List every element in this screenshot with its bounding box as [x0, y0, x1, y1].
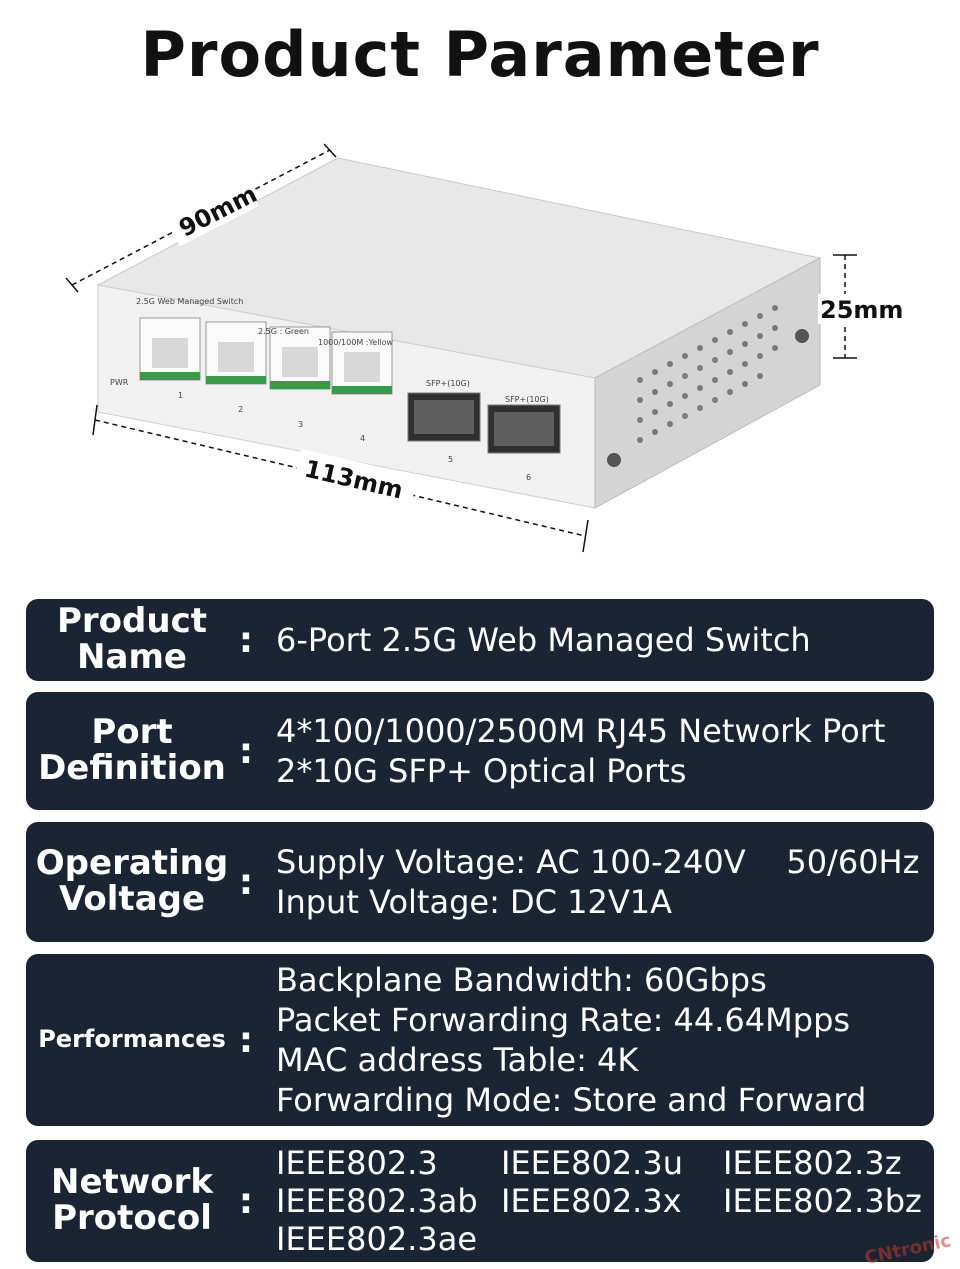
- spec-values: Supply Voltage: AC 100-240V 50/60Hz Inpu…: [276, 822, 928, 942]
- spec-label: Product Name: [57, 601, 207, 677]
- spec-row-operating-voltage: Operating Voltage : Supply Voltage: AC 1…: [26, 822, 934, 942]
- port-number: 4: [360, 434, 365, 443]
- spec-value: Supply Voltage: AC 100-240V 50/60Hz: [276, 843, 920, 881]
- spec-value: Forwarding Mode: Store and Forward: [276, 1081, 867, 1119]
- spec-label: Network Protocol: [51, 1162, 213, 1238]
- protocol-item: IEEE802.3bz: [723, 1182, 922, 1220]
- height-dimension: 25mm: [820, 296, 903, 324]
- spec-values: 6-Port 2.5G Web Managed Switch: [276, 599, 928, 681]
- spec-value: Packet Forwarding Rate: 44.64Mpps: [276, 1001, 851, 1039]
- spec-row-product-name: Product Name : 6-Port 2.5G Web Managed S…: [26, 599, 934, 681]
- colon-separator: :: [238, 1019, 254, 1061]
- page-title: Product Parameter: [140, 18, 820, 91]
- protocol-item: IEEE802.3z: [723, 1144, 902, 1182]
- spec-value: 6-Port 2.5G Web Managed Switch: [276, 621, 811, 659]
- spec-values: Backplane Bandwidth: 60Gbps Packet Forwa…: [276, 954, 928, 1126]
- spec-value: 2*10G SFP+ Optical Ports: [276, 752, 687, 790]
- protocol-item: IEEE802.3x: [501, 1182, 682, 1220]
- spec-value: 4*100/1000/2500M RJ45 Network Port: [276, 712, 886, 750]
- side-screw-icon: [795, 329, 809, 343]
- protocol-item: IEEE802.3ab: [276, 1182, 478, 1220]
- protocol-item: IEEE802.3: [276, 1144, 438, 1182]
- sfp-label: SFP+(10G): [505, 395, 549, 404]
- pwr-label: PWR: [110, 378, 129, 387]
- legend-green: 2.5G : Green: [258, 327, 309, 336]
- legend-yellow: 1000/100M :Yellow: [318, 338, 394, 347]
- port-number: 5: [448, 455, 453, 464]
- model-label: 2.5G Web Managed Switch: [136, 297, 243, 306]
- spec-value: Input Voltage: DC 12V1A: [276, 883, 673, 921]
- protocol-grid: IEEE802.3 IEEE802.3u IEEE802.3z IEEE802.…: [276, 1144, 928, 1258]
- side-screw-icon: [607, 453, 621, 467]
- spec-value: MAC address Table: 4K: [276, 1041, 639, 1079]
- colon-separator: :: [238, 1180, 254, 1222]
- spec-label: Port Definition: [38, 712, 226, 788]
- sfp-ports: [407, 392, 561, 454]
- spec-row-performances: Performances : Backplane Bandwidth: 60Gb…: [26, 954, 934, 1126]
- spec-row-network-protocol: Network Protocol : IEEE802.3 IEEE802.3u …: [26, 1140, 934, 1262]
- colon-separator: :: [238, 861, 254, 903]
- spec-value: Backplane Bandwidth: 60Gbps: [276, 961, 767, 999]
- vent-holes: [637, 305, 778, 443]
- port-number: 1: [178, 391, 183, 400]
- protocol-item: IEEE802.3ae: [276, 1220, 477, 1258]
- spec-label: Operating Voltage: [35, 843, 229, 919]
- colon-separator: :: [238, 730, 254, 772]
- spec-row-port-definition: Port Definition : 4*100/1000/2500M RJ45 …: [26, 692, 934, 810]
- switch-product-illustration: 2.5G Web Managed Switch 2.5G : Green 100…: [65, 143, 903, 553]
- port-number: 6: [526, 473, 531, 482]
- sfp-label: SFP+(10G): [426, 379, 470, 388]
- colon-separator: :: [238, 619, 254, 661]
- port-number: 2: [238, 405, 243, 414]
- port-number: 3: [298, 420, 303, 429]
- spec-values: IEEE802.3 IEEE802.3u IEEE802.3z IEEE802.…: [276, 1140, 928, 1262]
- protocol-item: IEEE802.3u: [501, 1144, 683, 1182]
- rj45-ports: [139, 317, 393, 395]
- spec-values: 4*100/1000/2500M RJ45 Network Port 2*10G…: [276, 692, 928, 810]
- spec-label: Performances: [38, 1025, 226, 1054]
